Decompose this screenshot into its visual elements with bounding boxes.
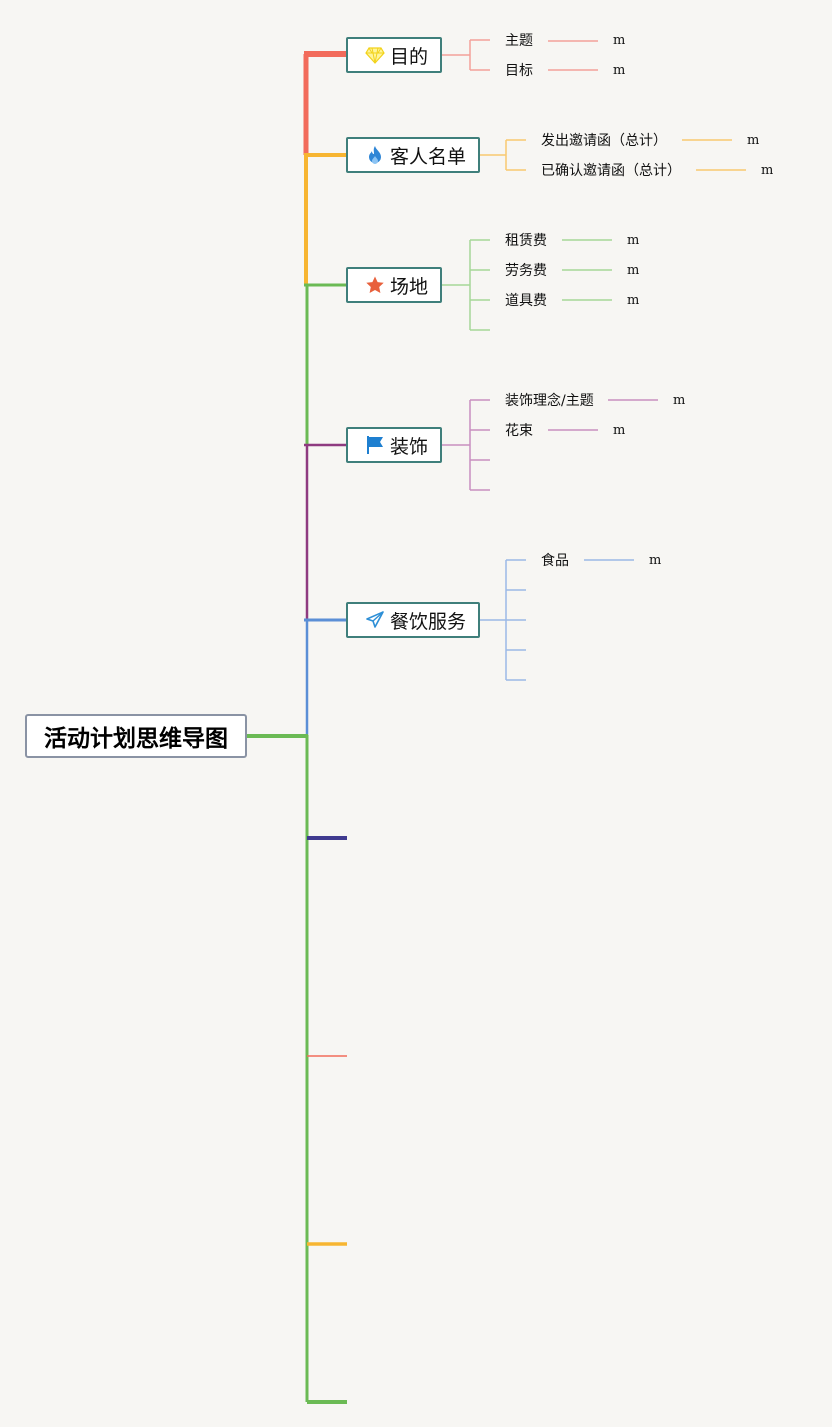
leaf-unit: m	[613, 33, 626, 48]
branch-node-decoration[interactable]: 装饰	[346, 427, 443, 463]
flag-icon	[364, 434, 386, 456]
branch-label: 目的	[390, 45, 429, 68]
leaf-unit: m	[627, 233, 640, 248]
branch-label: 装饰	[390, 435, 429, 458]
leaf-label[interactable]: 租赁费	[505, 233, 547, 249]
fire-icon	[364, 144, 386, 166]
leaf-label[interactable]: 已确认邀请函（总计）	[541, 163, 681, 179]
branch-label: 餐饮服务	[390, 610, 467, 633]
diamond-icon	[364, 44, 386, 66]
branch-node-venue[interactable]: 场地	[346, 267, 443, 303]
root-node[interactable]: 活动计划思维导图	[25, 714, 247, 758]
leaf-unit: m	[649, 553, 662, 568]
leaf-unit: m	[673, 393, 686, 408]
leaf-label[interactable]: 目标	[505, 63, 533, 79]
leaf-unit: m	[613, 423, 626, 438]
leaf-unit: m	[613, 63, 626, 78]
leaf-label[interactable]: 主题	[505, 33, 533, 49]
branch-node-catering[interactable]: 餐饮服务	[346, 602, 481, 638]
leaf-label[interactable]: 食品	[541, 553, 569, 569]
leaf-label[interactable]: 道具费	[505, 293, 547, 309]
leaf-unit: m	[627, 293, 640, 308]
leaf-unit: m	[627, 263, 640, 278]
branch-node-guest-list[interactable]: 客人名单	[346, 137, 481, 173]
leaf-unit: m	[747, 133, 760, 148]
leaf-label[interactable]: 装饰理念/主题	[505, 393, 594, 409]
leaf-unit: m	[761, 163, 774, 178]
paper-plane-icon	[364, 609, 386, 631]
branch-node-purpose[interactable]: 目的	[346, 37, 443, 73]
leaf-label[interactable]: 发出邀请函（总计）	[541, 133, 667, 149]
star-icon	[364, 274, 386, 296]
root-node-label: 活动计划思维导图	[44, 726, 228, 752]
leaf-label[interactable]: 劳务费	[505, 263, 547, 279]
branch-label: 客人名单	[390, 145, 467, 168]
leaf-label[interactable]: 花束	[505, 423, 533, 439]
branch-label: 场地	[390, 275, 429, 298]
